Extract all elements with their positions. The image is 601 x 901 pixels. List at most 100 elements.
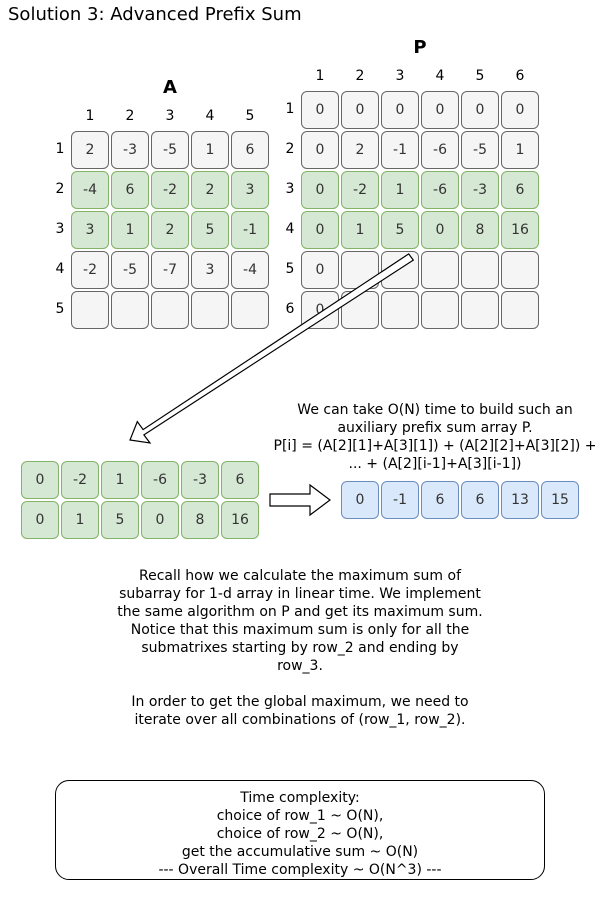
extracted-cell: 6 — [221, 461, 259, 499]
extracted-cell: 5 — [101, 501, 139, 539]
prefix-cell: 6 — [421, 481, 459, 519]
matrix-cell: 1 — [501, 131, 539, 169]
matrix-cell: 3 — [191, 251, 229, 289]
explanation-prefix: We can take O(N) time to build such an a… — [273, 402, 597, 472]
matrix-cell — [421, 291, 459, 329]
matrix-cell: -1 — [231, 211, 269, 249]
page-title: Solution 3: Advanced Prefix Sum — [8, 4, 302, 25]
matrix-cell: 6 — [111, 171, 149, 209]
column-header: 3 — [395, 68, 405, 84]
matrix-cell — [231, 291, 269, 329]
column-header: 3 — [165, 108, 175, 124]
matrix-cell: 1 — [191, 131, 229, 169]
matrix-cell: -5 — [151, 131, 189, 169]
matrix-cell — [501, 251, 539, 289]
matrix-cell: 5 — [191, 211, 229, 249]
matrix-cell: 1 — [381, 171, 419, 209]
matrix-cell: -4 — [71, 171, 109, 209]
row-header: 5 — [55, 301, 65, 317]
prefix-cell: 6 — [461, 481, 499, 519]
column-header: 1 — [85, 108, 95, 124]
matrix-cell: -4 — [231, 251, 269, 289]
row-header: 3 — [285, 181, 295, 197]
prefix-cell: -1 — [381, 481, 419, 519]
complexity-line: get the accumulative sum ~ O(N) — [181, 844, 419, 860]
matrix-cell: 0 — [501, 91, 539, 129]
matrix-p-label: P — [413, 37, 427, 58]
matrix-cell: 2 — [191, 171, 229, 209]
matrix-cell: 3 — [71, 211, 109, 249]
matrix-cell: 16 — [501, 211, 539, 249]
column-header: 4 — [205, 108, 215, 124]
matrix-cell — [461, 291, 499, 329]
row-header: 2 — [55, 181, 65, 197]
complexity-line: choice of row_1 ~ O(N), — [216, 808, 384, 824]
matrix-cell: 1 — [111, 211, 149, 249]
extracted-cell: 1 — [101, 461, 139, 499]
extracted-cell: 0 — [21, 461, 59, 499]
column-header: 5 — [475, 68, 485, 84]
matrix-cell: 2 — [341, 131, 379, 169]
matrix-cell: -2 — [71, 251, 109, 289]
complexity-line: choice of row_2 ~ O(N), — [216, 826, 384, 842]
matrix-cell — [421, 251, 459, 289]
extracted-cell: 16 — [221, 501, 259, 539]
matrix-cell: 0 — [461, 91, 499, 129]
row-header: 6 — [285, 301, 295, 317]
row-header: 2 — [285, 141, 295, 157]
matrix-cell — [71, 291, 109, 329]
matrix-cell: -5 — [111, 251, 149, 289]
matrix-cell — [461, 251, 499, 289]
matrix-cell: 3 — [231, 171, 269, 209]
prefix-cell: 15 — [541, 481, 579, 519]
complexity-line: --- Overall Time complexity ~ O(N^3) --- — [158, 862, 442, 878]
matrix-cell: 0 — [421, 211, 459, 249]
prefix-cell: 0 — [341, 481, 379, 519]
matrix-cell — [111, 291, 149, 329]
matrix-cell: 0 — [301, 251, 339, 289]
complexity-box: Time complexity: choice of row_1 ~ O(N),… — [55, 780, 545, 880]
explanation-algorithm: Recall how we calculate the maximum sum … — [117, 568, 483, 728]
matrix-cell — [341, 291, 379, 329]
matrix-cell: 8 — [461, 211, 499, 249]
column-header: 2 — [125, 108, 135, 124]
extracted-cell: -2 — [61, 461, 99, 499]
matrix-cell: 0 — [421, 91, 459, 129]
extracted-cell: 0 — [141, 501, 179, 539]
column-header: 1 — [315, 68, 325, 84]
prefix-cell: 13 — [501, 481, 539, 519]
row-header: 5 — [285, 261, 295, 277]
matrix-cell: -3 — [111, 131, 149, 169]
matrix-cell: 6 — [231, 131, 269, 169]
matrix-cell: 0 — [301, 171, 339, 209]
matrix-cell: 5 — [381, 211, 419, 249]
column-header: 2 — [355, 68, 365, 84]
extracted-cell: -6 — [141, 461, 179, 499]
matrix-cell: 1 — [341, 211, 379, 249]
matrix-cell: -6 — [421, 131, 459, 169]
matrix-cell: 6 — [501, 171, 539, 209]
row-header: 1 — [285, 101, 295, 117]
matrix-a-label: A — [163, 77, 177, 98]
right-arrow — [269, 483, 331, 517]
matrix-cell: 2 — [71, 131, 109, 169]
column-header: 6 — [515, 68, 525, 84]
matrix-cell: 2 — [151, 211, 189, 249]
matrix-cell: 0 — [341, 91, 379, 129]
matrix-cell: 0 — [381, 91, 419, 129]
extracted-cell: 0 — [21, 501, 59, 539]
column-header: 5 — [245, 108, 255, 124]
matrix-cell: 0 — [301, 211, 339, 249]
matrix-cell: -5 — [461, 131, 499, 169]
matrix-cell: -3 — [461, 171, 499, 209]
matrix-cell: -1 — [381, 131, 419, 169]
matrix-cell: -7 — [151, 251, 189, 289]
matrix-cell: 0 — [301, 131, 339, 169]
matrix-cell — [341, 251, 379, 289]
row-header: 4 — [285, 221, 295, 237]
extracted-cell: -3 — [181, 461, 219, 499]
row-header: 3 — [55, 221, 65, 237]
matrix-cell: 0 — [301, 291, 339, 329]
complexity-line: Time complexity: — [240, 790, 360, 806]
extracted-cell: 8 — [181, 501, 219, 539]
